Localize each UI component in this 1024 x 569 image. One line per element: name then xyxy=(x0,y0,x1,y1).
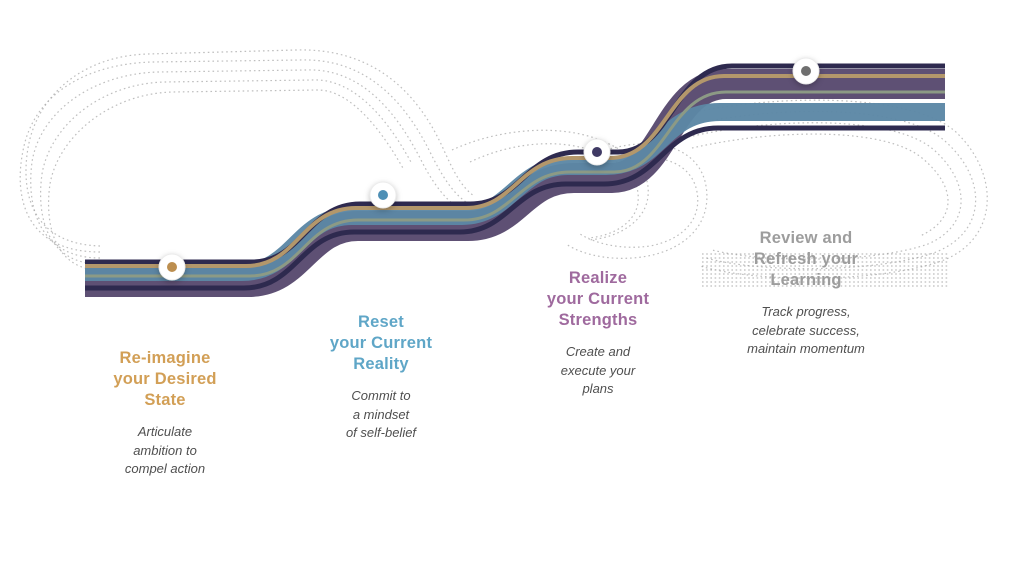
stage-4-description: Track progress, celebrate success, maint… xyxy=(747,304,865,356)
milestone-1-marker xyxy=(158,253,186,281)
stage-2-description: Commit to a mindset of self-belief xyxy=(345,388,417,440)
stage-label-4: Review and Refresh your Learning Track p… xyxy=(701,228,911,358)
flow-ribbons xyxy=(85,63,945,297)
milestone-2-marker xyxy=(369,181,397,209)
milestone-3-marker xyxy=(583,138,611,166)
stage-3-heading: Realize your Current Strengths xyxy=(546,269,650,330)
dotted-loop xyxy=(30,69,459,259)
dotted-hatch-band xyxy=(702,253,948,287)
dotted-loop xyxy=(683,122,962,260)
milestone-2-dot xyxy=(378,190,388,200)
ribbon-tan xyxy=(85,74,945,268)
dotted-loop xyxy=(691,133,949,237)
stage-label-1: Re-imagine your Desired State Articulate… xyxy=(60,348,270,478)
dotted-loop xyxy=(40,79,413,265)
stage-label-2: Reset your Current Reality Commit to a m… xyxy=(276,312,486,442)
stage-1-description: Articulate ambition to compel action xyxy=(124,424,206,476)
dotted-loop xyxy=(47,89,405,271)
milestone-3-dot xyxy=(592,147,602,157)
ribbon-navy-bottom xyxy=(85,125,945,291)
milestone-markers xyxy=(158,57,820,281)
dotted-loops-left xyxy=(19,49,475,271)
stage-4-heading: Review and Refresh your Learning xyxy=(753,229,859,290)
stage-label-3: Realize your Current Strengths Create an… xyxy=(493,268,703,398)
dotted-loop xyxy=(675,110,977,270)
milestone-4-marker xyxy=(792,57,820,85)
ribbon-sage xyxy=(85,90,945,278)
milestone-4-dot xyxy=(801,66,811,76)
stage-3-description: Create and execute your plans xyxy=(560,344,636,396)
milestone-1-dot xyxy=(167,262,177,272)
dotted-loop xyxy=(25,49,475,247)
stage-2-heading: Reset your Current Reality xyxy=(329,313,433,374)
stage-1-heading: Re-imagine your Desired State xyxy=(113,349,217,410)
dotted-loops-right xyxy=(667,99,988,279)
